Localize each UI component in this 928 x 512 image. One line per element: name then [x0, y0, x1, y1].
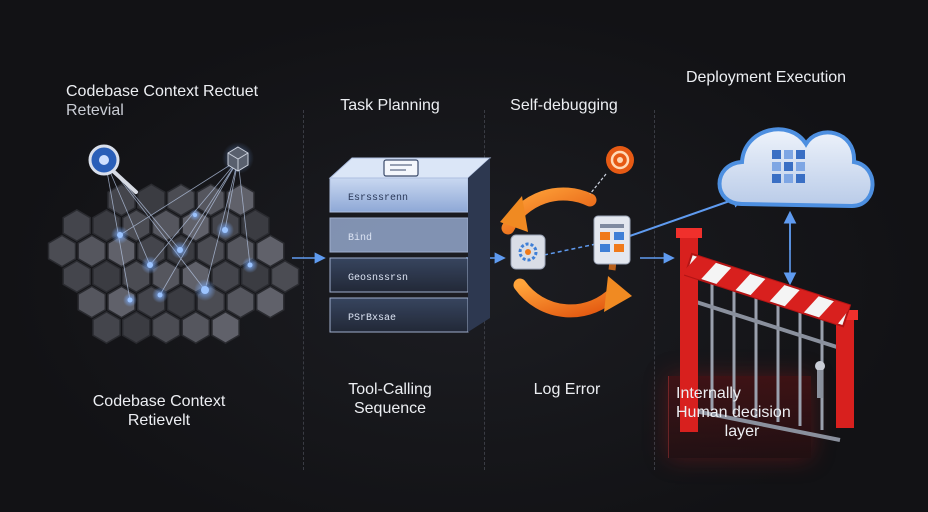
hex-tile: [121, 311, 151, 344]
hex-tile: [92, 260, 121, 293]
task-planning-title: Task Planning: [340, 97, 440, 114]
hex-tile: [270, 260, 300, 293]
self-debugging-title: Self-debugging: [510, 97, 618, 114]
human-layer-label: Internally Human decision layer: [676, 384, 808, 441]
human-line3: layer: [724, 423, 760, 440]
divider-1: [303, 110, 304, 470]
hex-tile: [240, 209, 270, 242]
hex-tile: [166, 285, 196, 319]
hex-tile: [255, 285, 285, 319]
hex-tile: [196, 183, 226, 217]
human-line1: Internally: [676, 385, 741, 402]
cube-node-icon: [222, 142, 254, 174]
hex-tile: [255, 234, 285, 268]
divider-3: [654, 110, 655, 470]
hex-tile: [77, 285, 107, 319]
hex-tile: [77, 234, 107, 268]
hex-tile: [226, 285, 255, 319]
hex-tile: [211, 260, 240, 293]
hex-tile: [166, 183, 196, 217]
document-icon: [593, 215, 631, 265]
codebase-bottom-label: Codebase Context Retievelt: [74, 392, 244, 430]
hex-tile: [226, 183, 255, 217]
human-barrier-gate: [676, 228, 858, 442]
hex-tile: [196, 234, 226, 268]
stack-layer: PSrBxsae: [329, 297, 469, 333]
hex-tile: [181, 311, 211, 344]
hex-tile: [211, 311, 240, 344]
codebase-top-line1: Codebase Context Rectuet: [66, 83, 259, 100]
hex-tile: [47, 234, 77, 268]
codebase-bottom-line2: Retievelt: [127, 412, 191, 429]
codebase-top-line2: Retevial: [66, 102, 124, 119]
codebase-top-title: Codebase Context Rectuet Retevial: [66, 82, 258, 120]
deployment-title: Deployment Execution: [685, 69, 847, 86]
stack-layer-label: Geosnssrsn: [348, 273, 408, 284]
codebase-bottom-line1: Codebase Context: [92, 393, 226, 410]
stack-layer-label: PSrBxsae: [348, 313, 396, 324]
stack-side-face: [468, 158, 490, 332]
stack-layer: Geosnssrsn: [329, 257, 469, 293]
cloud-grid-icon: [717, 127, 875, 209]
tool-calling-stack: PSrBxsae Geosnssrsn Bind Esrsssrenn: [328, 157, 492, 333]
stack-layer: Bind: [329, 217, 469, 253]
hex-tile: [151, 311, 181, 344]
hex-tile: [62, 209, 92, 242]
magnifier-icon: [88, 144, 138, 194]
settings-gear-icon: [510, 234, 546, 270]
human-line2: Human decision: [676, 404, 791, 421]
graph-nodes: [111, 209, 258, 307]
log-error-label: Log Error: [533, 381, 601, 398]
hex-tile: [92, 311, 121, 344]
tool-calling-line1: Tool-Calling: [348, 381, 432, 398]
hex-tile: [62, 260, 92, 293]
hex-tile: [136, 183, 166, 217]
spark-icon: [589, 146, 634, 195]
stack-layer: Esrsssrenn: [329, 177, 469, 213]
tool-calling-label: Tool-Calling Sequence: [330, 380, 450, 418]
stack-layer-label: Bind: [348, 232, 372, 244]
tool-calling-line2: Sequence: [353, 400, 427, 417]
stack-layer-label: Esrsssrenn: [348, 193, 408, 204]
hex-tile: [151, 209, 181, 242]
clipboard-icon: [383, 159, 419, 177]
codebase-hex-grid: [47, 183, 300, 344]
